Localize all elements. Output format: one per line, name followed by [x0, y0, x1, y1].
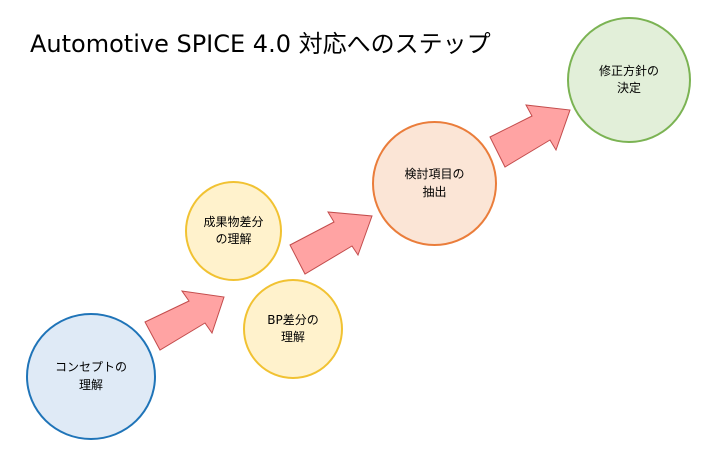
step-concept-understanding: コンセプトの 理解: [26, 313, 156, 440]
step-bp-label: BP差分の 理解: [267, 312, 319, 344]
arrow-3: [489, 104, 571, 168]
step-decide-policy: 修正方針の 決定: [567, 17, 691, 143]
step-extract-label: 検討項目の 抽出: [404, 167, 465, 199]
arrow-1: [144, 290, 225, 351]
step-decide-label: 修正方針の 決定: [598, 63, 659, 95]
arrow-2: [289, 211, 373, 275]
step-extract-items: 検討項目の 抽出: [372, 121, 497, 246]
step-deliverable-diff: 成果物差分 の理解: [185, 181, 282, 281]
step-deliverable-label: 成果物差分 の理解: [203, 214, 264, 246]
page-title: Automotive SPICE 4.0 対応へのステップ: [30, 30, 491, 58]
step-concept-label: コンセプトの 理解: [54, 360, 127, 392]
step-bp-diff: BP差分の 理解: [243, 279, 343, 379]
